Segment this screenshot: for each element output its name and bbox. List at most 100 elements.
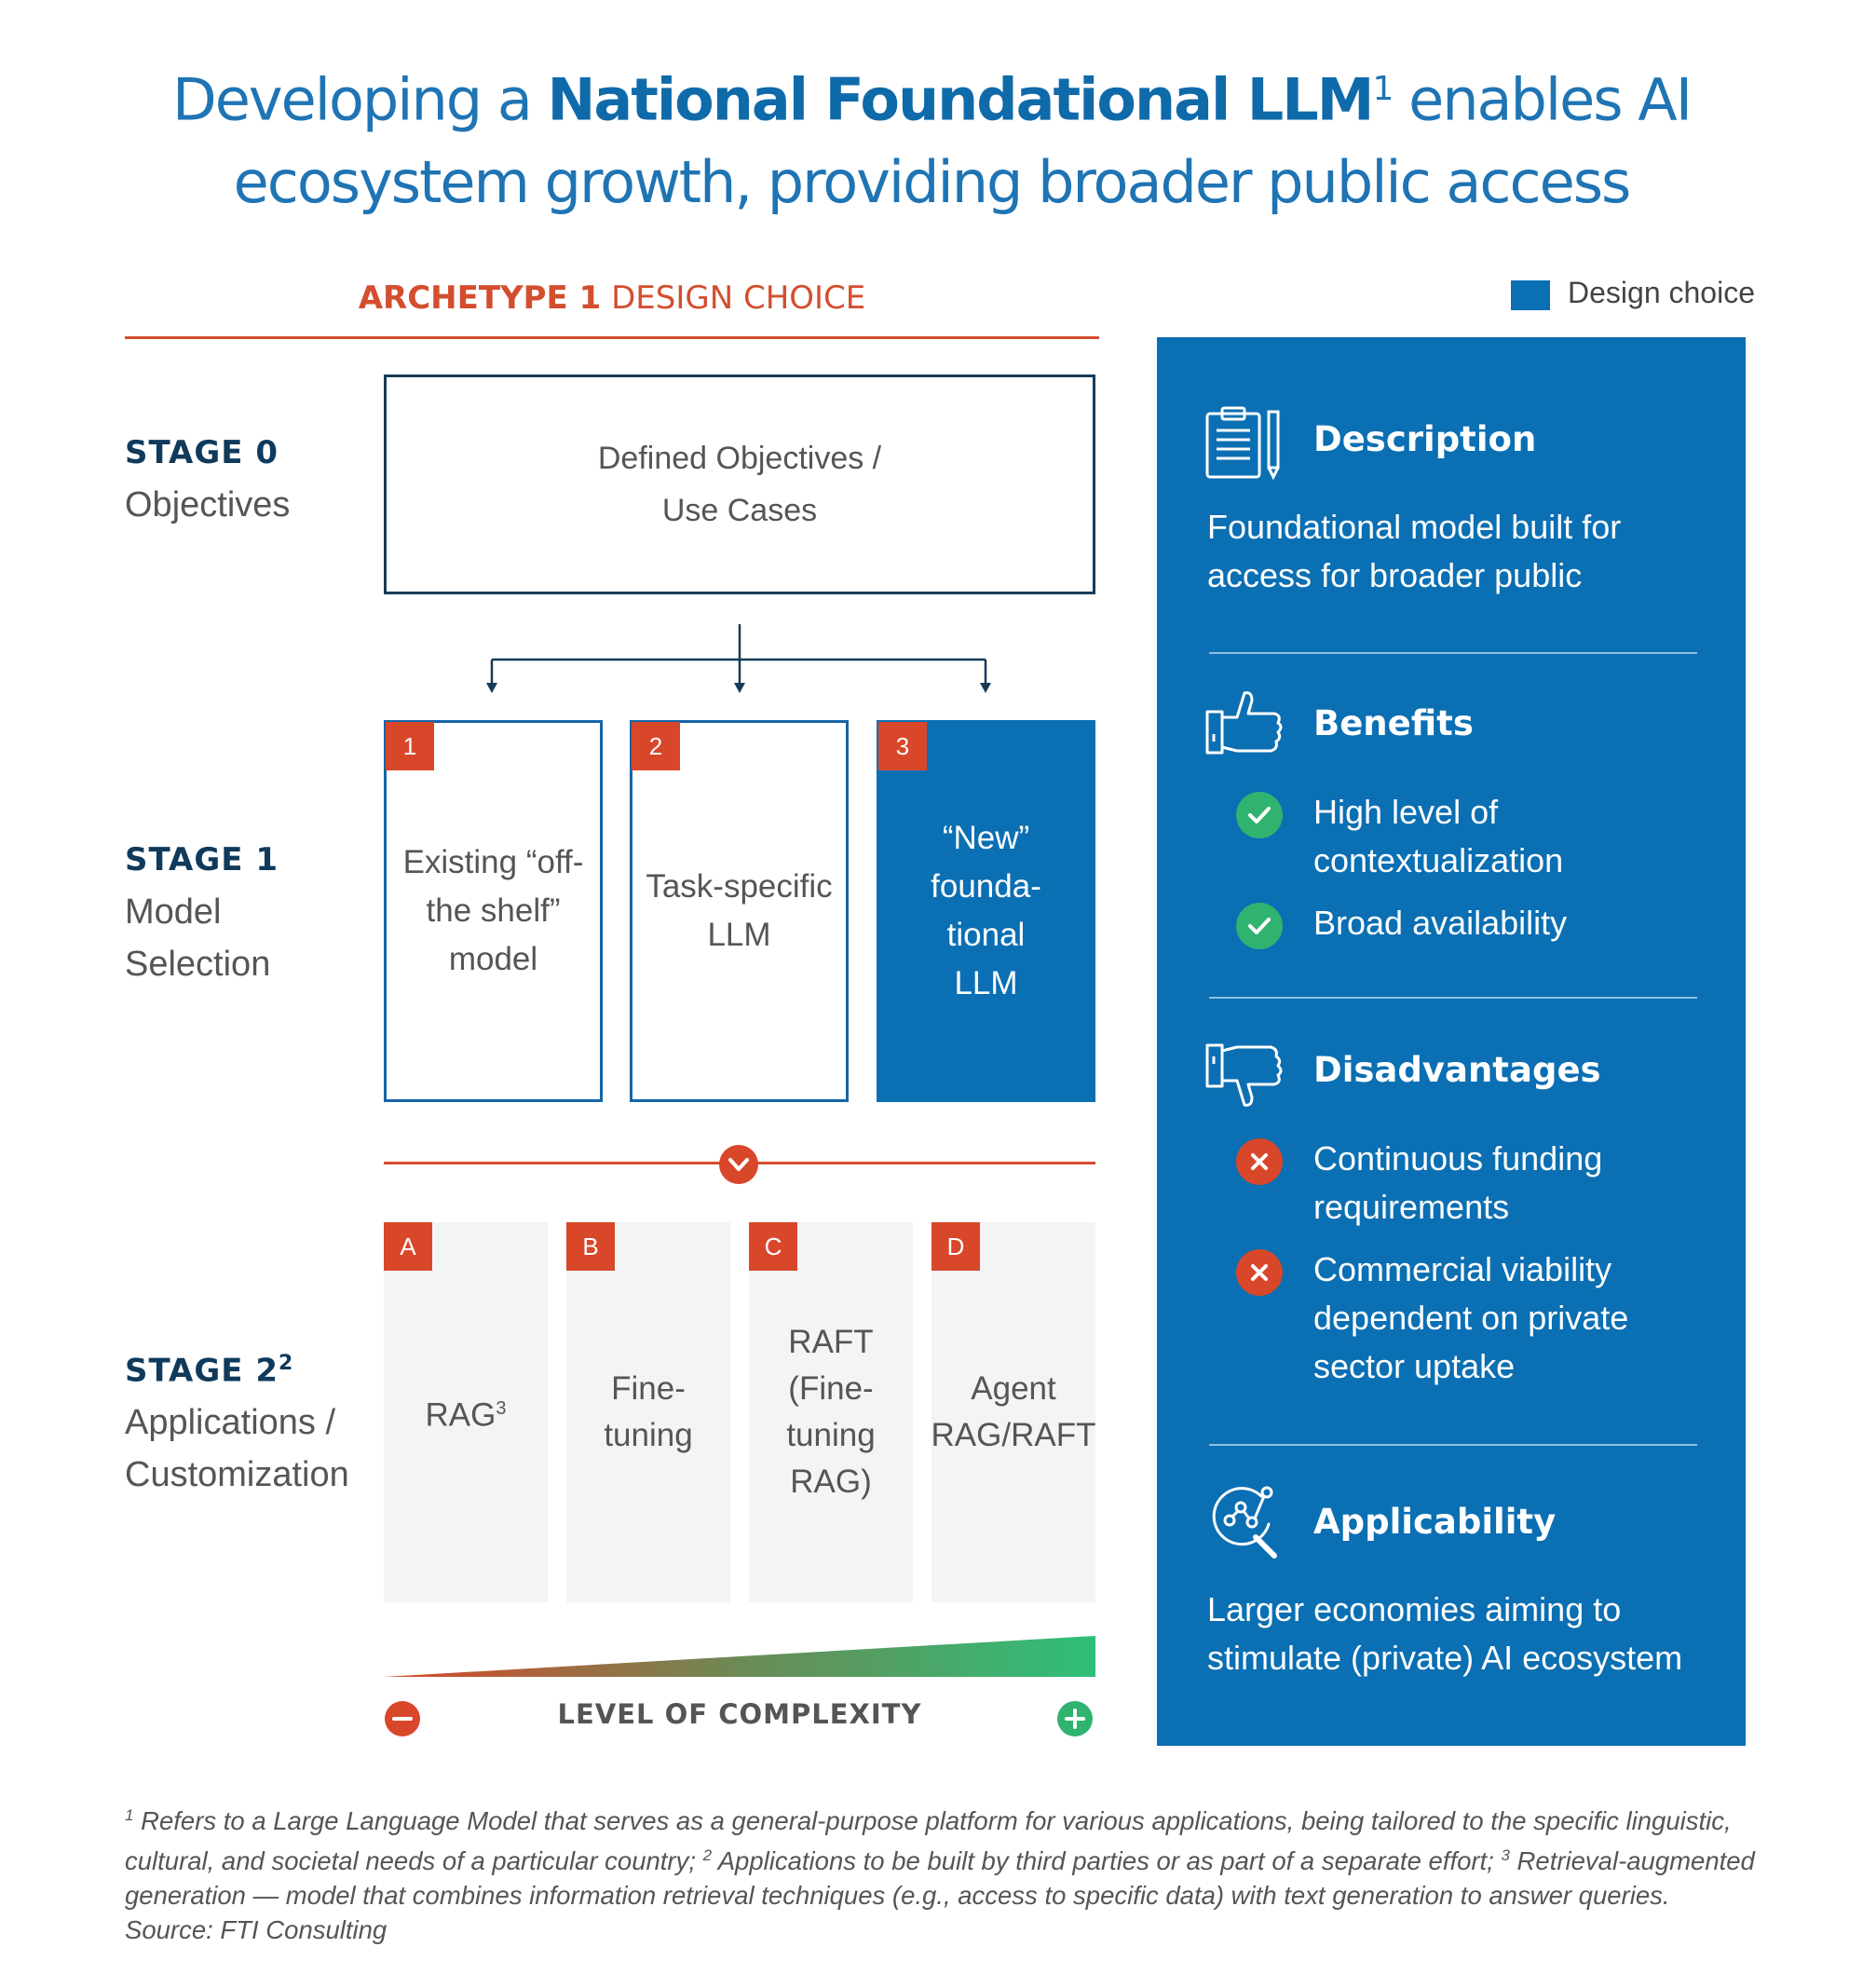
description-line: Foundational model built for (1207, 508, 1622, 546)
app-b-line: Fine- (611, 1370, 686, 1407)
stage-0-label: STAGE 0 Objectives (125, 427, 290, 531)
footnotes: 1 Refers to a Large Language Model that … (125, 1798, 1764, 1947)
panel-divider (1209, 1444, 1697, 1446)
archetype-heading: ARCHETYPE 1 DESIGN CHOICE (125, 279, 1099, 317)
complexity-wedge (384, 1636, 1095, 1677)
footnote-3-marker: 3 (1501, 1846, 1510, 1865)
plus-icon (1057, 1701, 1093, 1736)
objectives-line-1: Defined Objectives / (597, 441, 882, 476)
model-1-line: the shelf” (426, 892, 561, 929)
objectives-line-2: Use Cases (661, 493, 818, 528)
stage-2-label: STAGE 22 Applications / Customization (125, 1338, 349, 1501)
footnote-2-marker: 2 (702, 1846, 713, 1865)
app-c-line: RAFT (788, 1324, 874, 1360)
footnote-3: Retrieval-augmented (1509, 1846, 1755, 1876)
app-d-badge: D (932, 1222, 980, 1271)
close-icon (1236, 1249, 1283, 1296)
application-agent: Agent RAG/RAFT (932, 1222, 1095, 1602)
disadvantages-heading: Disadvantages (1313, 1050, 1601, 1090)
title-bold: National Foundational LLM (547, 65, 1375, 134)
archetype-bold: ARCHETYPE 1 (358, 279, 602, 317)
title-text-end: enables AI (1392, 65, 1693, 134)
applicability-text: Larger economies aiming to stimulate (pr… (1207, 1586, 1682, 1682)
check-icon (1236, 792, 1283, 838)
stage-1-label: STAGE 1 Model Selection (125, 834, 279, 990)
clipboard-pencil-icon (1205, 406, 1280, 481)
legend-swatch (1511, 280, 1550, 310)
arrow-down-icon (734, 683, 745, 693)
stage-2-line-1: Applications / (125, 1403, 336, 1443)
title-line2: ecosystem growth, providing broader publ… (233, 147, 1632, 216)
app-d-line: RAG/RAFT (931, 1417, 1096, 1453)
app-d-line: Agent (971, 1370, 1056, 1407)
benefit-item: Broad availability (1313, 899, 1567, 947)
footnote-1-cont: cultural, and societal needs of a partic… (125, 1846, 703, 1876)
description-text: Foundational model built for access for … (1207, 503, 1621, 600)
app-c-line: tuning (786, 1417, 876, 1453)
model-option-1: Existing “off- the shelf” model (384, 720, 603, 1102)
stage-1-number: STAGE 1 (125, 834, 279, 886)
benefit-line: High level of (1313, 793, 1499, 831)
disadvantage-line: requirements (1313, 1188, 1510, 1226)
model-2-line: Task-specific (646, 868, 833, 905)
model-1-badge: 1 (386, 722, 434, 770)
model-option-3-selected: “New” founda- tional LLM (877, 720, 1095, 1102)
complexity-label: LEVEL OF COMPLEXITY (557, 1698, 922, 1730)
stage-1-line-1: Model (125, 892, 222, 932)
model-3-line: LLM (954, 965, 1018, 1001)
app-c-line: (Fine- (788, 1370, 874, 1407)
applicability-line: stimulate (private) AI ecosystem (1207, 1639, 1683, 1677)
applicability-heading: Applicability (1313, 1502, 1557, 1542)
app-a-text: RAG (425, 1396, 496, 1434)
panel-divider (1209, 652, 1697, 654)
benefit-line: Broad availability (1313, 904, 1568, 942)
model-3-line: “New” (942, 820, 1030, 856)
disadvantage-line: Continuous funding (1313, 1139, 1603, 1178)
stage-2-number: STAGE 22 (125, 1338, 349, 1396)
magnifier-network-icon (1212, 1486, 1277, 1559)
stage-0-num-text: STAGE 0 (125, 434, 279, 471)
model-2-line: LLM (707, 917, 771, 953)
arrow-down-icon (486, 683, 497, 693)
archetype-rest: DESIGN CHOICE (601, 279, 866, 317)
design-choice-panel (1157, 337, 1746, 1746)
app-a-badge: A (384, 1222, 432, 1271)
source-line: Source: FTI Consulting (125, 1915, 388, 1945)
stage-2-line-2: Customization (125, 1455, 349, 1495)
footnote-2: Applications to be built by third partie… (712, 1846, 1502, 1876)
legend-label: Design choice (1568, 276, 1755, 309)
model-1-line: Existing “off- (402, 844, 584, 880)
stage-0-number: STAGE 0 (125, 427, 290, 479)
title-text: Developing a (172, 65, 548, 134)
check-icon (1236, 903, 1283, 949)
page-title: Developing a National Foundational LLM1 … (0, 48, 1863, 224)
footnote-1-marker: 1 (125, 1806, 134, 1824)
close-icon (1236, 1138, 1283, 1185)
stage-1-line-2: Selection (125, 945, 271, 984)
disadvantage-line: Commercial viability (1313, 1250, 1612, 1288)
footnote-3-cont: generation — model that combines informa… (125, 1881, 1670, 1911)
model-3-badge: 3 (878, 722, 927, 770)
application-raft: RAFT (Fine- tuning RAG) (749, 1222, 913, 1602)
thumbs-down-icon (1205, 1043, 1283, 1107)
footnote-1: Refers to a Large Language Model that se… (133, 1806, 1732, 1836)
disadvantage-line: dependent on private (1313, 1299, 1629, 1337)
objectives-box: Defined Objectives / Use Cases (384, 374, 1095, 594)
model-1-line: model (448, 941, 538, 977)
app-a-sup: 3 (496, 1398, 507, 1420)
app-b-line: tuning (604, 1417, 693, 1453)
disadvantage-line: sector uptake (1313, 1347, 1516, 1385)
benefit-line: contextualization (1313, 841, 1564, 879)
description-heading: Description (1313, 419, 1537, 459)
title-sup: 1 (1372, 70, 1394, 108)
model-3-line: tional (946, 917, 1026, 953)
archetype-divider (125, 336, 1099, 339)
arrow-down-icon (980, 683, 991, 693)
chevron-down-icon (719, 1145, 758, 1184)
panel-divider (1209, 997, 1697, 999)
model-option-2: Task-specific LLM (630, 720, 849, 1102)
description-line: access for broader public (1207, 556, 1583, 594)
stage-2-sup: 2 (278, 1352, 294, 1375)
disadvantage-item: Commercial viability dependent on privat… (1313, 1246, 1628, 1391)
model-3-line: founda- (931, 868, 1041, 905)
